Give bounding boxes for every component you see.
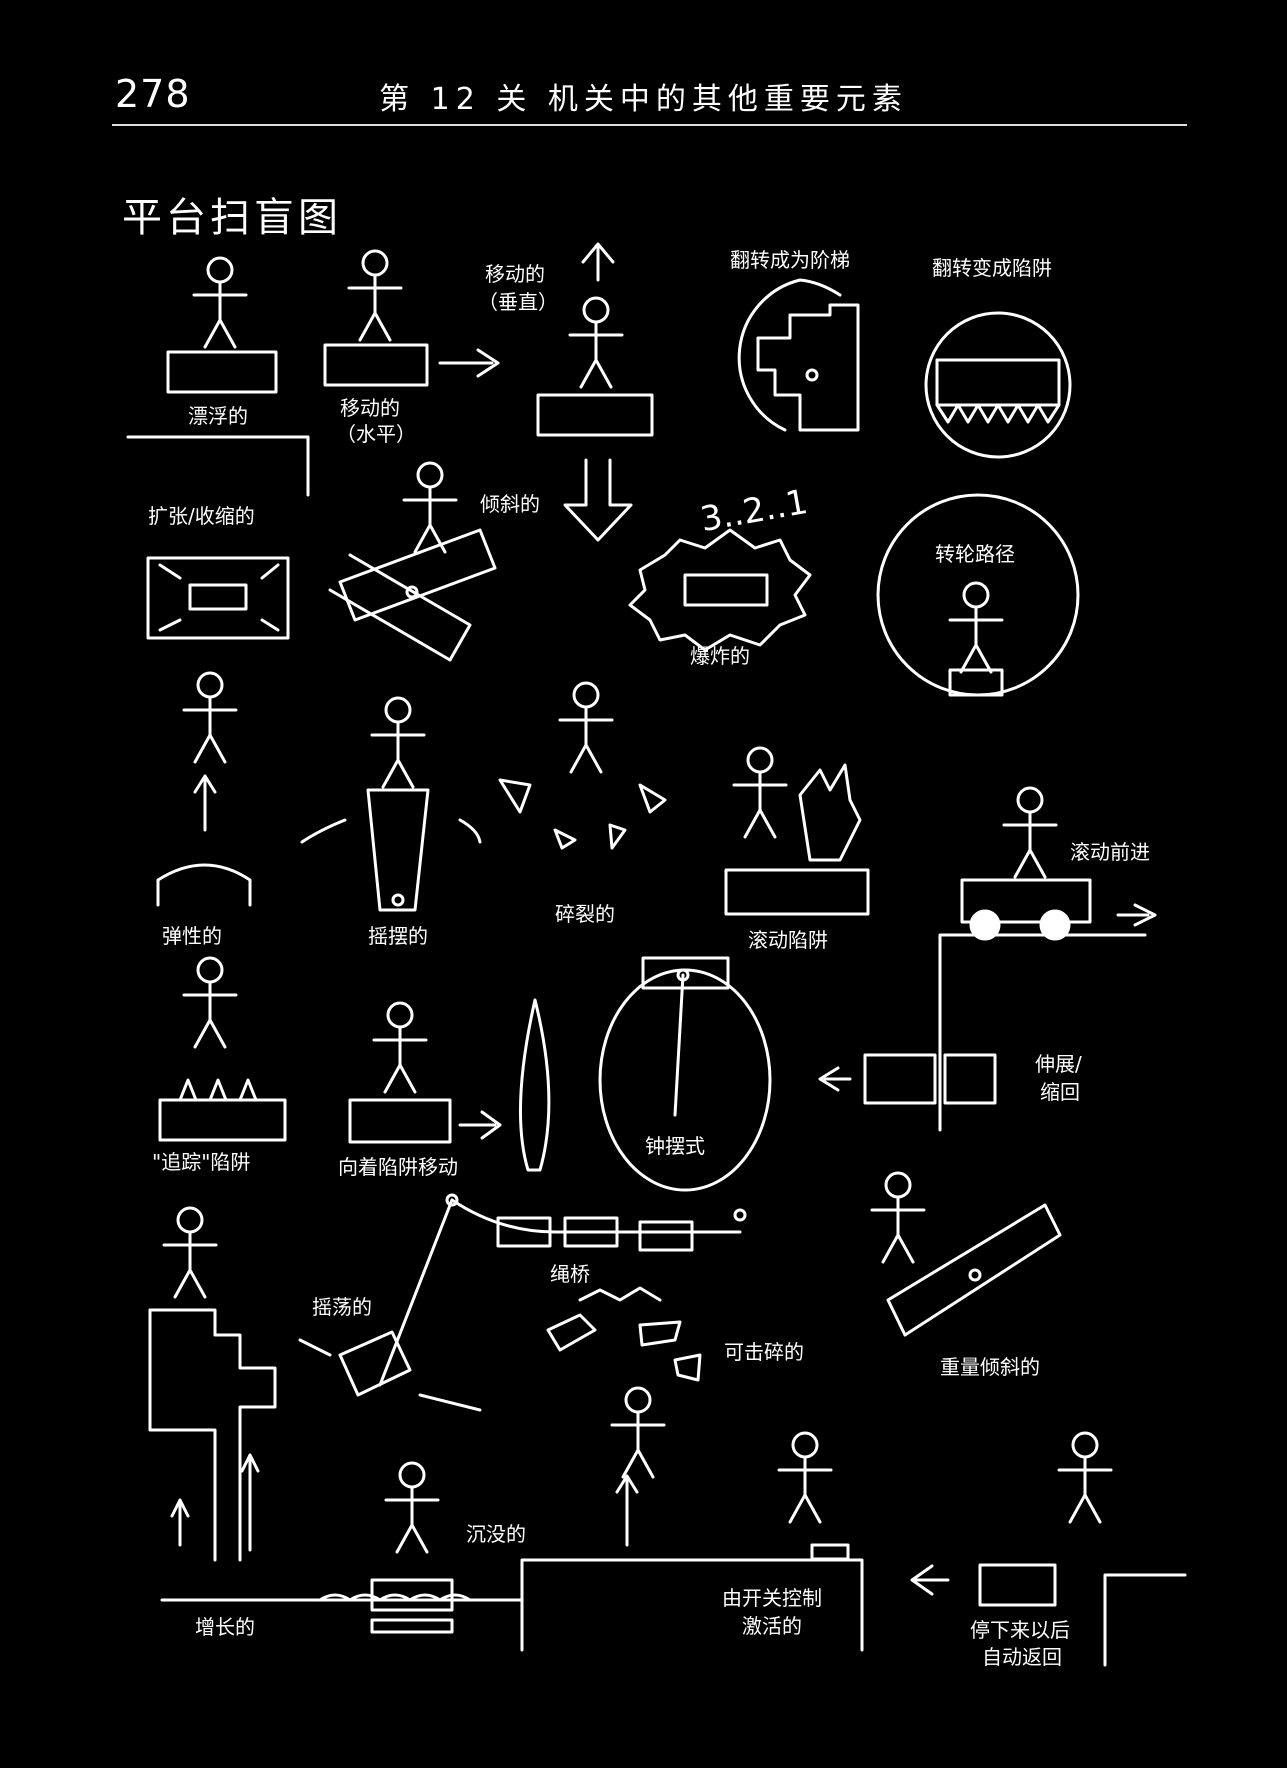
label-crumbling: 碎裂的 <box>555 902 615 927</box>
label-swaying: 摇摆的 <box>368 924 428 949</box>
label-flip-stairs: 翻转成为阶梯 <box>730 248 850 273</box>
moving-vertical-figure <box>538 244 652 540</box>
label-homing-trap: "追踪"陷阱 <box>152 1150 250 1175</box>
weight-tilt-figure <box>872 1173 1060 1335</box>
label-extend-retract-1: 伸展/ <box>1035 1052 1082 1077</box>
label-growing: 增长的 <box>195 1615 255 1640</box>
label-weight-tilt: 重量倾斜的 <box>940 1355 1040 1380</box>
sinking-figure <box>320 1463 522 1632</box>
rolling-trap-figure <box>726 748 868 914</box>
moving-horizontal-figure <box>325 251 498 385</box>
breakable-figure <box>548 1288 700 1545</box>
bouncy-figure <box>158 673 250 905</box>
label-auto-return-1: 停下来以后 <box>970 1618 1070 1643</box>
label-toward-trap: 向着陷阱移动 <box>338 1155 458 1180</box>
tilting-figure <box>330 463 495 660</box>
label-bouncy: 弹性的 <box>162 924 222 949</box>
label-tilting: 倾斜的 <box>480 492 540 517</box>
rope-bridge-figure <box>447 1195 745 1250</box>
label-extend-retract-2: 缩回 <box>1040 1080 1080 1105</box>
label-floating: 漂浮的 <box>188 404 248 429</box>
exploding-figure <box>630 530 810 650</box>
wheel-path-figure <box>878 495 1078 695</box>
crumbling-figure <box>500 683 665 848</box>
expand-shrink-figure <box>148 558 288 638</box>
label-moving-vertical-sub: （垂直） <box>478 290 558 315</box>
label-moving-horizontal-sub: （水平） <box>336 422 416 447</box>
homing-trap-figure <box>160 958 285 1140</box>
label-switch-1: 由开关控制 <box>722 1586 822 1611</box>
floating-platform-figure <box>128 258 308 495</box>
label-moving-horizontal: 移动的 <box>340 396 400 421</box>
label-sinking: 沉没的 <box>466 1522 526 1547</box>
label-exploding: 爆炸的 <box>690 644 750 669</box>
label-flip-trap: 翻转变成陷阱 <box>932 256 1052 281</box>
toward-trap-figure <box>350 1000 549 1170</box>
swaying-figure <box>302 698 480 910</box>
flip-trap-figure <box>926 313 1070 457</box>
label-pendulum: 钟摆式 <box>645 1134 705 1159</box>
label-rolling-forward: 滚动前进 <box>1070 840 1150 865</box>
label-swinging: 摇荡的 <box>312 1295 372 1320</box>
growing-figure <box>150 1208 320 1600</box>
extend-retract-figure <box>820 1055 995 1103</box>
label-moving-vertical: 移动的 <box>485 262 545 287</box>
label-rolling-trap: 滚动陷阱 <box>748 928 828 953</box>
label-rope-bridge: 绳桥 <box>550 1262 590 1287</box>
label-breakable: 可击碎的 <box>724 1340 804 1365</box>
label-auto-return-2: 自动返回 <box>982 1645 1062 1670</box>
label-wheel-path: 转轮路径 <box>935 542 1015 567</box>
label-expand-shrink: 扩张/收缩的 <box>148 504 255 529</box>
label-switch-2: 激活的 <box>742 1614 802 1639</box>
flip-stairs-figure <box>739 280 858 430</box>
switch-activated-figure <box>522 1433 862 1650</box>
